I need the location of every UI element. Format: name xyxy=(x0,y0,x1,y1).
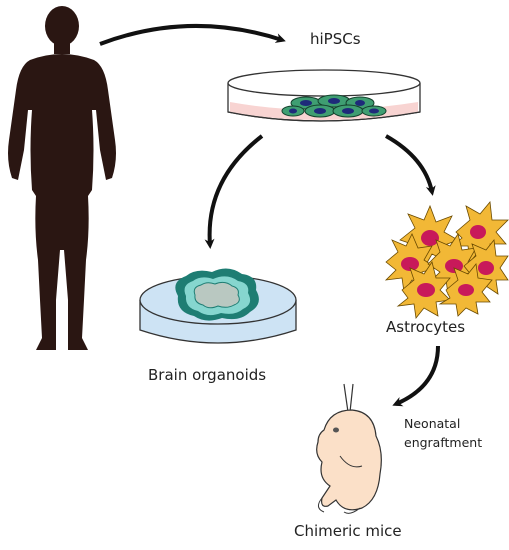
astrocyte-cluster xyxy=(384,201,509,319)
arrow-hipscs-to-astrocytes xyxy=(385,134,436,196)
hipscs-label: hiPSCs xyxy=(310,30,361,48)
neonatal-engraftment-line1: Neonatal xyxy=(404,416,461,431)
arrow-astrocytes-to-mice xyxy=(392,345,440,407)
astrocytes-label: Astrocytes xyxy=(386,318,466,336)
brain-organoids-label: Brain organoids xyxy=(148,366,267,384)
chimeric-mice-label: Chimeric mice xyxy=(294,522,402,540)
neonatal-engraftment-label: Neonatal engraftment xyxy=(404,414,482,452)
hipsc-colony xyxy=(281,94,387,118)
arrow-hipscs-to-organoids xyxy=(204,134,264,249)
neonatal-mouse xyxy=(316,409,382,514)
injection-needle-icon xyxy=(343,383,354,413)
human-silhouette xyxy=(8,6,116,350)
arrow-human-to-hipscs xyxy=(99,24,286,46)
neonatal-engraftment-line2: engraftment xyxy=(404,435,483,450)
brain-organoid xyxy=(175,268,259,321)
